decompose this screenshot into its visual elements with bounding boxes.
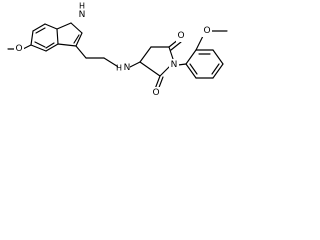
bond-aryl-double-2 xyxy=(211,63,220,75)
indole-nitrogen-label-background xyxy=(77,9,87,21)
bond-indole-benzene-double-3 xyxy=(34,41,46,48)
bond-top-carbonyl-double xyxy=(170,41,182,51)
bond-indole-benzene-6 xyxy=(30,44,47,52)
right-methoxy-oxygen-label: O xyxy=(203,26,210,36)
bond-aryl-3 xyxy=(212,49,224,65)
bond-ethyl-1 xyxy=(75,45,87,59)
bond-indole-benzene-2 xyxy=(32,23,46,32)
bond-indole-pyrrole-double xyxy=(73,34,80,44)
bond-left-oxygen-to-benzene xyxy=(22,44,32,50)
bond-indole-benzene-double-1 xyxy=(35,27,46,34)
imide-nitrogen-label-background xyxy=(169,59,179,71)
bond-indole-benzene-double-2 xyxy=(45,42,55,49)
bond-succinimide-5 xyxy=(139,61,161,77)
molecule-diagram: O N H H N N O O O xyxy=(0,0,255,105)
bottom-carbonyl-oxygen-label-background xyxy=(151,87,161,99)
bond-indole-benzene-4 xyxy=(56,28,59,45)
amine-nitrogen-label: N xyxy=(124,63,131,73)
top-carbonyl-oxygen-label: O xyxy=(177,31,184,41)
bond-ethyl-to-amine xyxy=(103,57,121,69)
bond-bottom-carbonyl xyxy=(154,75,161,90)
bond-aryl-6 xyxy=(185,63,197,79)
indole-hydrogen-label: H xyxy=(79,2,85,11)
imide-nitrogen-label: N xyxy=(171,60,178,70)
bond-aryl-1 xyxy=(185,49,197,65)
bond-aryl-4 xyxy=(212,63,224,79)
right-oxygen-label-background xyxy=(202,25,212,37)
bond-indole-benzene-1 xyxy=(30,30,34,46)
top-carbonyl-oxygen-label-background xyxy=(176,30,186,42)
bond-indole-benzene-3 xyxy=(44,23,58,30)
bond-imide-nitrogen-to-aryl xyxy=(177,63,187,66)
bond-indole-benzene-5 xyxy=(45,43,59,52)
left-methoxy-oxygen-label: O xyxy=(15,44,22,54)
bond-succinimide-1 xyxy=(139,46,152,63)
chemical-structure-svg: O N H H N N O O O xyxy=(7,2,228,99)
bond-indole-pyrrole-3 xyxy=(75,32,83,47)
amine-nitrogen-label-background xyxy=(118,62,130,74)
left-oxygen-label-background xyxy=(14,43,24,55)
bond-indole-pyrrole-4 xyxy=(57,43,77,47)
bond-right-aryl-to-oxygen xyxy=(195,35,204,51)
amine-hydrogen-label: H xyxy=(116,64,122,73)
bottom-carbonyl-oxygen-label: O xyxy=(152,88,159,98)
bond-indole-pyrrole-2 xyxy=(70,22,83,34)
bond-indole-pyrrole-1 xyxy=(56,22,72,30)
indole-nitrogen-label: N xyxy=(79,10,86,20)
bond-aryl-double-3 xyxy=(189,63,198,75)
